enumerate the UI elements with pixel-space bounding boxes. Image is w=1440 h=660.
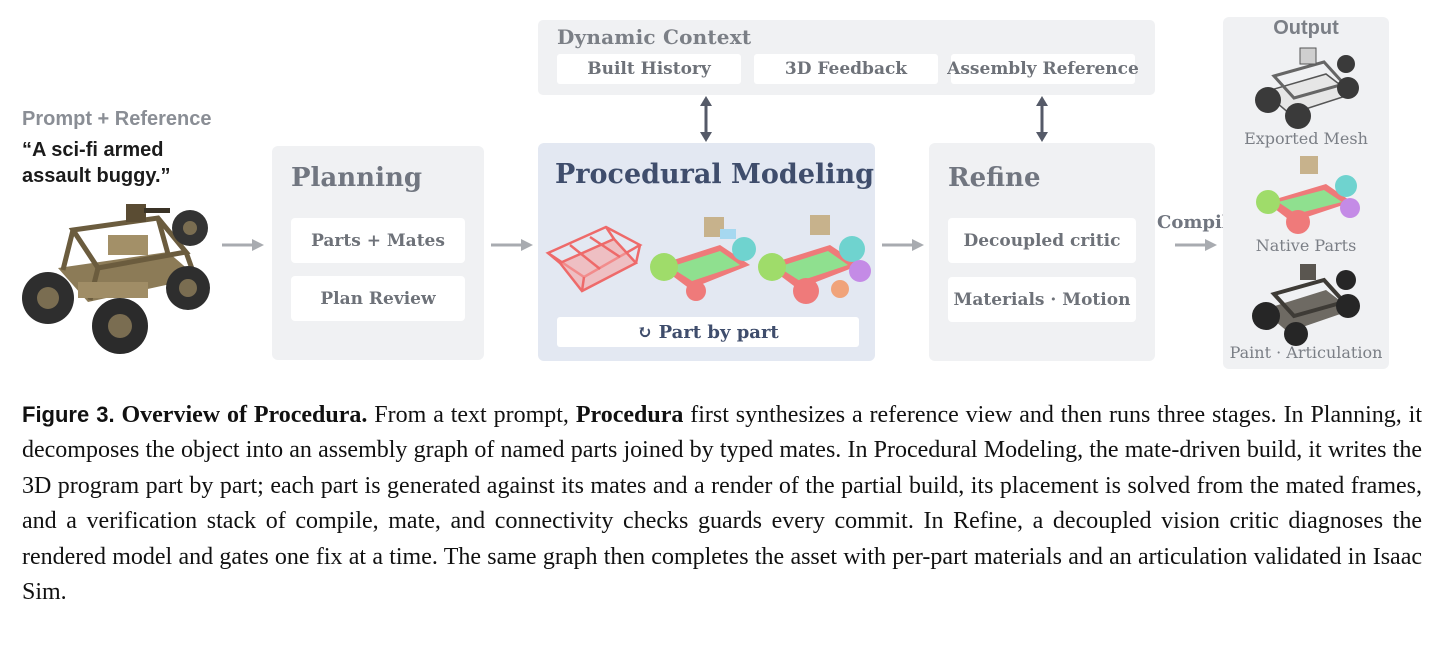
chip-built-history: Built History bbox=[557, 54, 741, 84]
arrow-prompt-to-planning bbox=[222, 239, 264, 251]
output-label-exported-mesh: Exported Mesh bbox=[1244, 129, 1368, 148]
planning-step-plan-review: Plan Review bbox=[291, 276, 465, 321]
refine-title: Refine bbox=[948, 163, 1041, 193]
reference-buggy-image bbox=[22, 204, 210, 354]
dynamic-context-title: Dynamic Context bbox=[557, 25, 752, 49]
refine-step-decoupled-critic: Decoupled critic bbox=[948, 218, 1136, 263]
output-label-paint-articulation: Paint · Articulation bbox=[1229, 343, 1383, 362]
figure-caption: Figure 3. Overview of Procedura. From a … bbox=[22, 398, 1422, 610]
procedural-modeling-title: Procedural Modeling bbox=[555, 159, 875, 190]
chip-assembly-reference: Assembly Reference bbox=[947, 54, 1139, 84]
caption-label: Figure 3. bbox=[22, 402, 115, 427]
caption-name: Procedura bbox=[575, 402, 684, 428]
part-by-part-label: ↻ Part by part bbox=[557, 317, 859, 347]
output-title: Output bbox=[1273, 17, 1339, 39]
chip-3d-feedback: 3D Feedback bbox=[754, 54, 938, 84]
build-progress-images bbox=[545, 215, 871, 304]
arrow-planning-to-modeling bbox=[491, 239, 533, 251]
output-label-native-parts: Native Parts bbox=[1255, 236, 1357, 255]
prompt-text: “A sci-fi armed assault buggy.” bbox=[22, 139, 171, 187]
prompt-title: Prompt + Reference bbox=[22, 108, 212, 130]
arrow-modeling-to-refine bbox=[882, 239, 924, 251]
caption-text-2: first synthesizes a reference view and t… bbox=[22, 402, 1423, 606]
native-parts-image bbox=[1256, 156, 1360, 234]
planning-title: Planning bbox=[291, 163, 423, 193]
compile-label: Compile bbox=[1157, 212, 1241, 233]
planning-step-parts-mates: Parts + Mates bbox=[291, 218, 465, 263]
exported-mesh-image bbox=[1255, 47, 1359, 129]
double-arrow-refine-context bbox=[1036, 96, 1048, 142]
refine-step-materials-motion: Materials · Motion bbox=[948, 277, 1136, 322]
caption-title: Overview of Procedura. bbox=[121, 402, 368, 428]
paint-articulation-image bbox=[1252, 264, 1360, 346]
caption-text-1: From a text prompt, bbox=[374, 402, 569, 428]
arrow-compile bbox=[1175, 239, 1217, 251]
double-arrow-modeling-context bbox=[700, 96, 712, 142]
